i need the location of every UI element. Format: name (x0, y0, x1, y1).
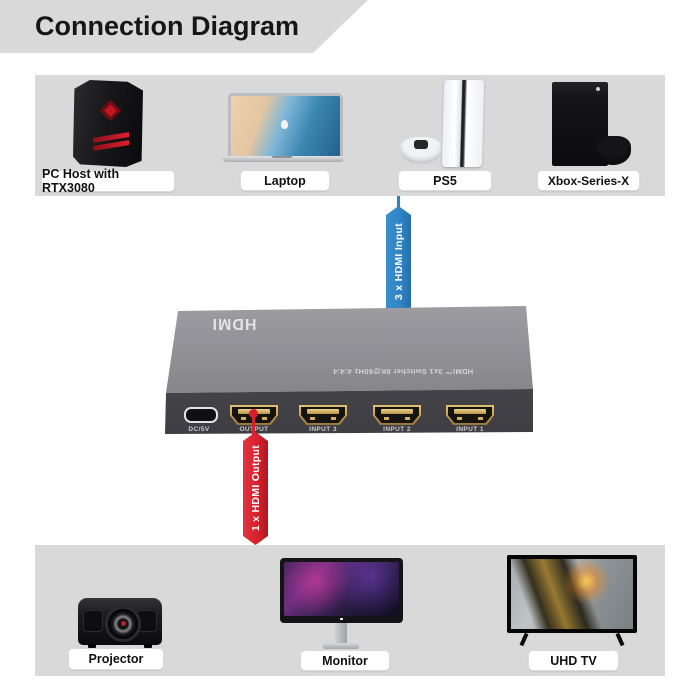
xbox-logo-icon (596, 87, 600, 91)
projector-foot (144, 644, 152, 648)
laptop-illustration (228, 93, 343, 162)
label-uhd-tv: UHD TV (528, 650, 619, 671)
output-ribbon-label: 1 x HDMI Output (249, 445, 262, 532)
header-banner (0, 0, 368, 53)
laptop-base (222, 156, 343, 162)
input1-port (446, 405, 494, 425)
monitor-stand-base (323, 643, 359, 649)
monitor-illustration (280, 558, 403, 623)
projector-vent (137, 610, 157, 632)
output-line (252, 415, 255, 439)
tv-leg (519, 632, 529, 647)
laptop-notch (272, 156, 292, 158)
input-ribbon-label: 3 x HDMI Input (392, 223, 405, 301)
dc5v-port (184, 407, 218, 423)
label-monitor: Monitor (300, 650, 390, 671)
input3-port (299, 405, 347, 425)
sources-panel: PC Host with RTX3080 Laptop PS5 Xbox-Ser… (35, 75, 665, 196)
apple-logo-icon (281, 120, 288, 129)
label-ps5: PS5 (398, 170, 492, 191)
input2-port (373, 405, 421, 425)
ps5-controller-illustration (400, 137, 442, 164)
pc-logo-diamond-icon (99, 99, 122, 122)
label-projector: Projector (68, 648, 164, 670)
monitor-screen (284, 562, 399, 616)
label-xbox: Xbox-Series-X (537, 170, 640, 191)
switcher-model-text: HDMI™ 3x1 Switcher 8K@60Hz 4:4:4 (332, 367, 474, 376)
page-title: Connection Diagram (35, 11, 300, 41)
hdmi-switcher: HDMI HDMI™ 3x1 Switcher 8K@60Hz 4:4:4 DC… (165, 303, 533, 437)
xbox-controller-illustration (595, 136, 631, 165)
pc-host-illustration (73, 80, 143, 167)
projector-illustration (78, 598, 162, 648)
input3-port-label: INPUT 3 (309, 426, 337, 433)
monitor-stand-neck (335, 623, 347, 644)
switcher-top-surface (166, 306, 533, 393)
uhd-tv-screen (511, 559, 633, 629)
output-dot (249, 409, 258, 418)
input-ribbon: 3 x HDMI Input (386, 206, 411, 318)
input-line-top (397, 196, 400, 208)
projector-vent (83, 610, 103, 632)
label-pc-host: PC Host with RTX3080 (41, 167, 175, 195)
tv-leg (615, 632, 625, 647)
input1-port-label: INPUT 1 (456, 426, 484, 433)
hdmi-logo: HDMI (211, 315, 257, 332)
projector-foot (88, 644, 96, 648)
projector-lens (105, 606, 141, 642)
dc5v-port-label: DC/5V (188, 426, 210, 433)
label-laptop: Laptop (240, 170, 330, 191)
input2-port-label: INPUT 2 (383, 426, 411, 433)
ps5-console-illustration (441, 80, 485, 167)
ps5-touchpad (414, 140, 428, 149)
projector-lens-glint (121, 621, 126, 626)
uhd-tv-illustration (507, 555, 637, 633)
output-ribbon: 1 x HDMI Output (243, 432, 268, 545)
monitor-power-dot (340, 618, 343, 620)
sinks-panel: Projector Monitor UHD TV (35, 545, 665, 676)
